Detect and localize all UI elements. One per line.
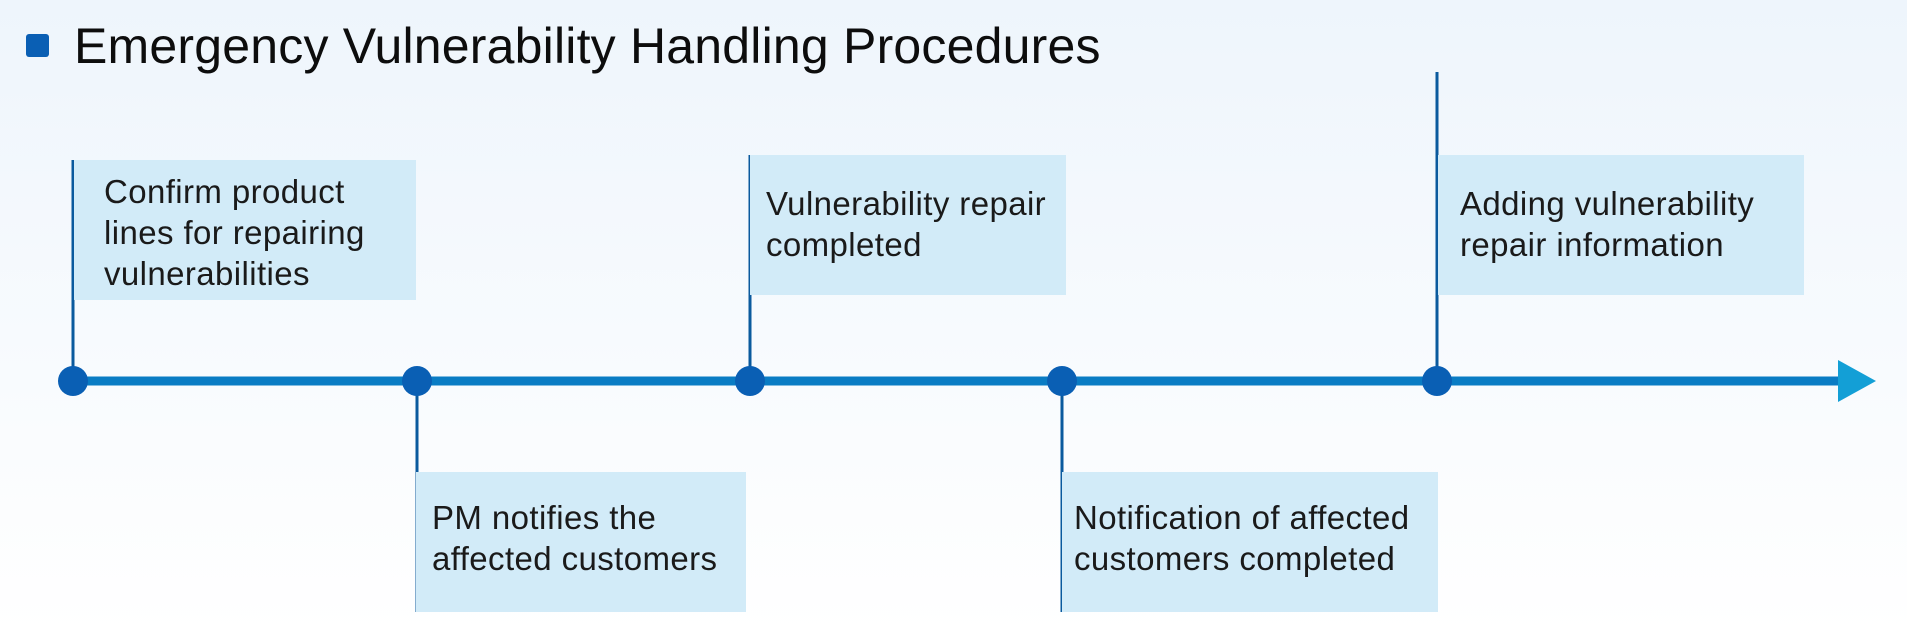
page-title: Emergency Vulnerability Handling Procedu…	[74, 18, 1101, 74]
step-4-node	[1047, 366, 1077, 396]
step-3-text-line-2: completed	[766, 226, 922, 263]
step-3-node	[735, 366, 765, 396]
title-marker-icon	[26, 34, 49, 57]
step-1-text-line-2: lines for repairing	[104, 214, 365, 251]
step-2-box: PM notifies the affected customers	[416, 472, 746, 612]
step-4-box: Notification of affected customers compl…	[1062, 472, 1438, 612]
step-1-box: Confirm product lines for repairing vuln…	[74, 160, 416, 300]
step-5-node	[1422, 366, 1452, 396]
step-1-text-line-3: vulnerabilities	[104, 255, 310, 292]
step-2-text-line-2: affected customers	[432, 540, 718, 577]
timeline-arrowhead-icon	[1838, 360, 1876, 402]
step-4-text-line-2: customers completed	[1074, 540, 1396, 577]
step-2-text-line-1: PM notifies the	[432, 499, 657, 536]
step-3-box: Vulnerability repair completed	[750, 155, 1066, 295]
step-3-text-line-1: Vulnerability repair	[766, 185, 1047, 222]
step-1-node	[58, 366, 88, 396]
step-5-text-line-2: repair information	[1460, 226, 1724, 263]
step-5-text-line-1: Adding vulnerability	[1460, 185, 1755, 222]
step-2-node	[402, 366, 432, 396]
step-1-text-line-1: Confirm product	[104, 173, 345, 210]
step-5-box: Adding vulnerability repair information	[1438, 155, 1804, 295]
step-4-text-line-1: Notification of affected	[1074, 499, 1410, 536]
